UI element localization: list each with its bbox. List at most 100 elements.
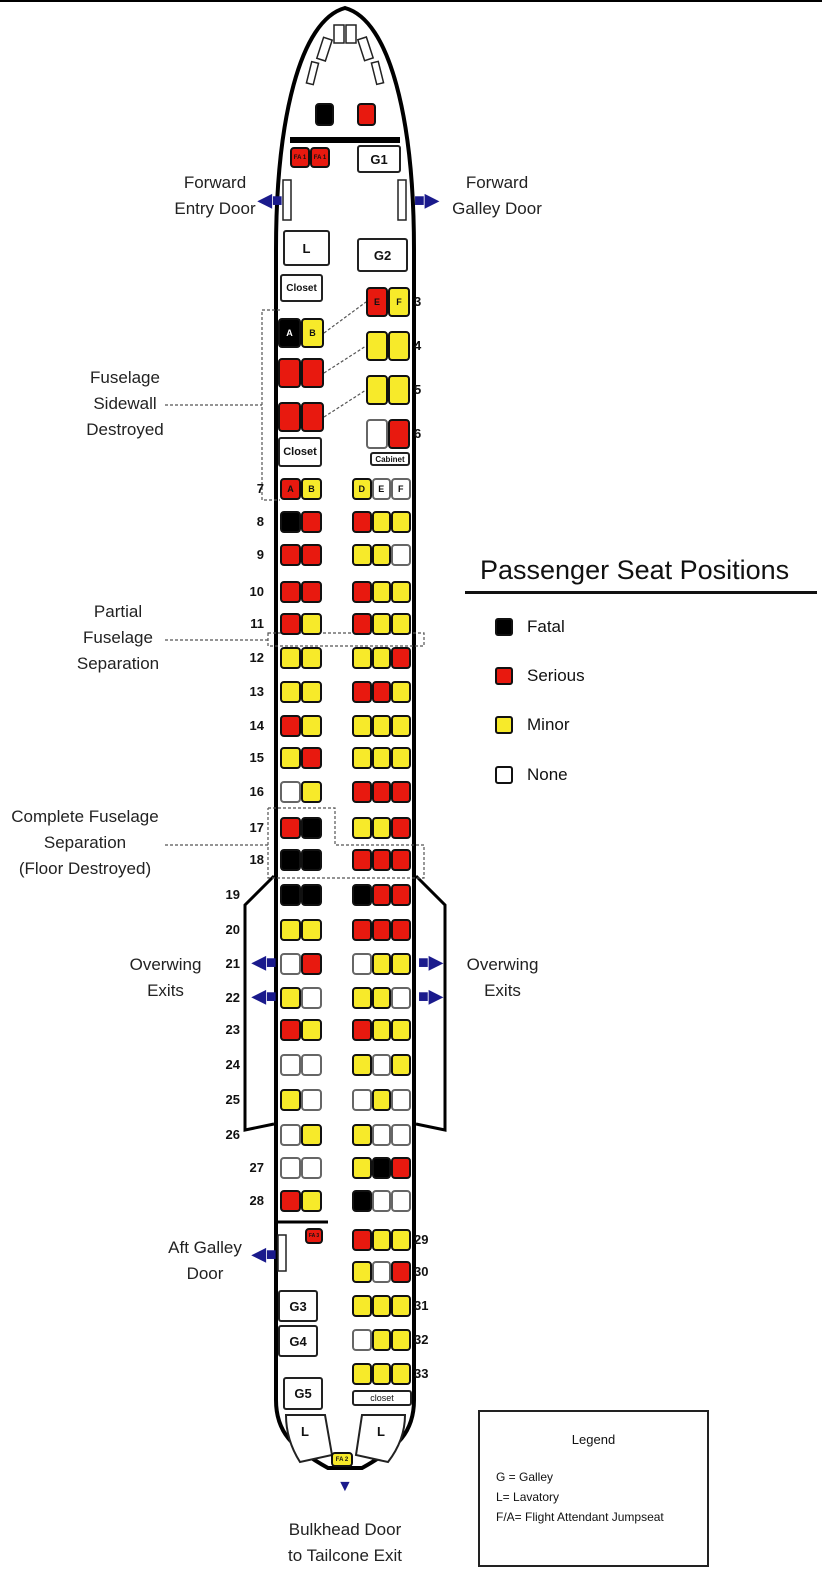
row-number: 3: [414, 294, 422, 309]
seat-7-D: D: [352, 478, 372, 500]
fa1-jumpseat-2: FA 1: [310, 147, 330, 168]
legend-label: Serious: [527, 666, 585, 685]
row-number: 15: [249, 750, 264, 765]
row-number: 6: [414, 426, 422, 441]
seat-23-B: [301, 1019, 322, 1041]
fa2-jumpseat: FA 2: [331, 1452, 353, 1467]
lavatory-aft-left: L: [301, 1423, 309, 1439]
arrow-left-icon: ◀■: [252, 986, 277, 1006]
seat-16-E: [371, 781, 391, 803]
row-number: 12: [249, 650, 264, 665]
seat-23-D: [352, 1019, 372, 1041]
seat-11-F: [391, 613, 411, 635]
seat-19-E: [371, 884, 391, 906]
seat-25-B: [301, 1089, 322, 1111]
seat-17-F: [391, 817, 411, 839]
seat-22-E: [371, 987, 391, 1009]
damage-markings: [165, 301, 425, 879]
seat-19-B: [301, 884, 322, 906]
swatch-serious: [495, 667, 513, 685]
seat-25-D: [352, 1089, 372, 1111]
seat-17-D: [352, 817, 372, 839]
seat-3-E: E: [366, 287, 388, 317]
seat-32-E: [371, 1329, 391, 1351]
legend-line: F/A= Flight Attendant Jumpseat: [496, 1510, 664, 1524]
row-number: 14: [249, 718, 264, 733]
seat-28-A: [280, 1190, 301, 1212]
arrow-right-icon: ■▶: [418, 986, 443, 1006]
row-number: 28: [249, 1193, 264, 1208]
row-number: 32: [414, 1332, 429, 1347]
seat-25-E: [371, 1089, 391, 1111]
seat-26-B: [301, 1124, 322, 1146]
legend-line: L= Lavatory: [496, 1490, 560, 1504]
seat-11-A: [280, 613, 301, 635]
row-number: 30: [414, 1264, 429, 1279]
legend-item-serious: Serious: [495, 666, 585, 686]
seat-13-A: [280, 681, 301, 703]
seat-13-E: [371, 681, 391, 703]
seat-10-D: [352, 581, 372, 603]
seat-10-B: [301, 581, 322, 603]
seat-32-F: [391, 1329, 411, 1351]
seat-9-D: [352, 544, 372, 566]
seat-9-F: [391, 544, 411, 566]
row-number: 17: [249, 820, 264, 835]
legend-label: Fatal: [527, 617, 565, 636]
arrow-left-icon: ◀■: [252, 952, 277, 972]
row-number: 22: [225, 990, 240, 1005]
seat-27-E: [371, 1157, 391, 1179]
seat-19-F: [391, 884, 411, 906]
row-number: 20: [225, 922, 240, 937]
seat-25-A: [280, 1089, 301, 1111]
seat-8-E: [371, 511, 391, 533]
galley-g4: G4: [278, 1325, 318, 1357]
seat-5-B: [301, 402, 324, 432]
legend-box-title: Legend: [571, 1432, 616, 1447]
lavatory-forward: L: [283, 230, 330, 266]
seat-24-F: [391, 1054, 411, 1076]
galley-g3: G3: [278, 1290, 318, 1322]
row-number: 11: [250, 616, 264, 631]
seat-13-F: [391, 681, 411, 703]
seat-12-F: [391, 647, 411, 669]
seat-17-B: [301, 817, 322, 839]
row-number: 18: [249, 852, 264, 867]
legend-item-none: None: [495, 765, 568, 785]
seat-legend-underline: [465, 591, 817, 594]
arrow-left-icon: ◀■: [252, 1244, 277, 1264]
seat-20-B: [301, 919, 322, 941]
seat-4-F: [388, 331, 410, 361]
seat-21-A: [280, 953, 301, 975]
seat-30-D: [352, 1261, 372, 1283]
row-number: 9: [256, 547, 264, 562]
cockpit-seat-captain: [315, 103, 334, 126]
seat-11-B: [301, 613, 322, 635]
row-number: 13: [249, 684, 264, 699]
seat-12-A: [280, 647, 301, 669]
seat-16-F: [391, 781, 411, 803]
legend-item-minor: Minor: [495, 715, 570, 735]
seat-20-F: [391, 919, 411, 941]
seat-28-B: [301, 1190, 322, 1212]
seat-8-F: [391, 511, 411, 533]
seat-19-D: [352, 884, 372, 906]
seat-12-B: [301, 647, 322, 669]
row-number: 19: [225, 887, 240, 902]
row-number: 29: [414, 1232, 429, 1247]
seat-7-E: E: [371, 478, 391, 500]
seat-14-E: [371, 715, 391, 737]
seat-15-B: [301, 747, 322, 769]
seat-22-A: [280, 987, 301, 1009]
seat-5-E: [366, 375, 388, 405]
seat-22-F: [391, 987, 411, 1009]
seat-3-B: B: [301, 318, 324, 348]
seat-27-D: [352, 1157, 372, 1179]
seat-24-D: [352, 1054, 372, 1076]
seat-19-A: [280, 884, 301, 906]
seat-4-A: [278, 358, 301, 388]
seat-31-E: [371, 1295, 391, 1317]
